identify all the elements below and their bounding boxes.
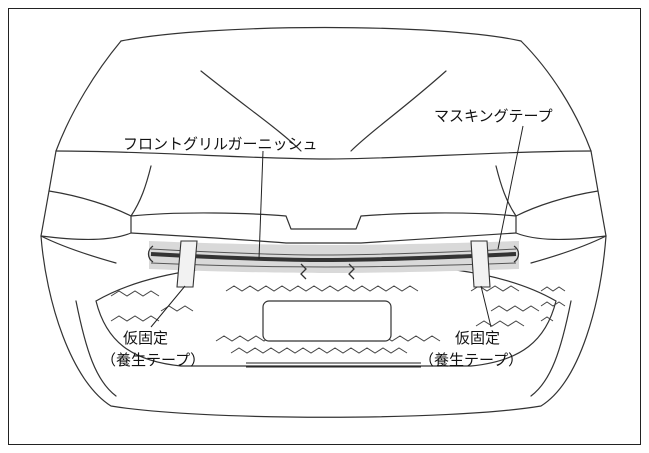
label-grille-garnish: フロントグリルガーニッシュ: [123, 135, 318, 153]
label-curing-tape-right: （養生テープ）: [419, 351, 524, 369]
clip-marker: [147, 245, 520, 280]
tape-strip-right: [470, 240, 491, 288]
leader-temp-fix-left: [150, 285, 186, 328]
tape-strip-left: [176, 240, 198, 288]
diagram-frame: フロントグリルガーニッシュ マスキングテープ 仮固定 （養生テープ） 仮固定 （…: [8, 8, 641, 445]
label-curing-tape-left: （養生テープ）: [101, 351, 206, 369]
label-masking-tape: マスキングテープ: [434, 107, 553, 125]
leader-grille-garnish: [258, 150, 264, 260]
left-headlight: [48, 150, 152, 217]
leader-masking-tape: [497, 125, 524, 250]
grille-mesh: [110, 285, 566, 354]
license-plate: [262, 300, 392, 342]
leader-temp-fix-right: [480, 285, 492, 328]
label-temp-fix-left: 仮固定: [123, 329, 169, 347]
label-temp-fix-right: 仮固定: [455, 329, 501, 347]
hood-outline: [120, 26, 522, 42]
masking-tape-band: [149, 241, 519, 273]
bumper-outline: [40, 235, 607, 418]
car-front-illustration: [40, 26, 607, 418]
right-headlight: [495, 150, 599, 217]
grille-garnish-strip: [150, 252, 517, 263]
